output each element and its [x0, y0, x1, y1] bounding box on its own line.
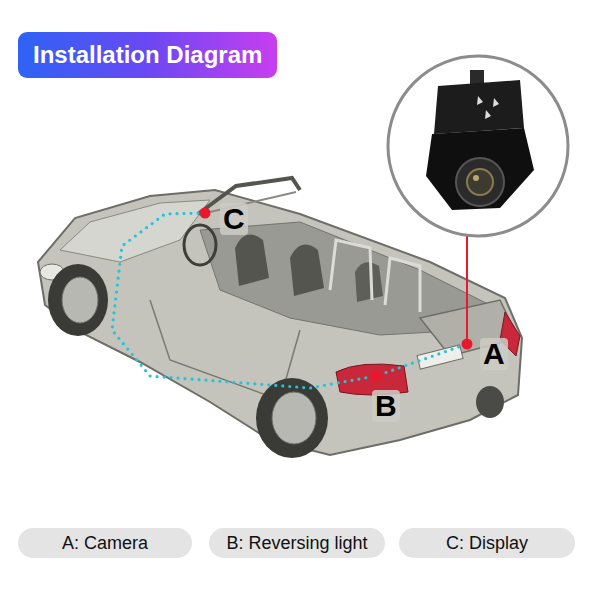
legend-pill: B: Reversing light — [209, 528, 385, 558]
rear-wheel-far — [476, 386, 504, 418]
legend-pill: C: Display — [399, 528, 575, 558]
inset-circle — [388, 56, 568, 236]
callout-letter: C — [220, 203, 248, 235]
camera-housing — [426, 128, 534, 210]
lens-glass — [467, 169, 493, 195]
legend-pill: A: Camera — [18, 528, 192, 558]
point-marker — [200, 208, 211, 219]
callout-letter: B — [372, 390, 400, 422]
wheel-rim — [62, 277, 98, 323]
pill-text: C: Display — [446, 533, 528, 554]
camera-lens — [456, 158, 504, 206]
license-plate — [417, 345, 463, 369]
windshield-frame — [198, 178, 300, 214]
wiring-route — [112, 213, 467, 388]
roll-hoop — [385, 258, 420, 312]
callout-letter: A — [480, 338, 508, 370]
point-marker — [371, 371, 382, 382]
title-banner: Installation Diagram — [18, 32, 277, 78]
pill-text: B: Reversing light — [226, 533, 367, 554]
rear-wheel — [256, 378, 328, 458]
pill-text: A: Camera — [62, 533, 148, 554]
front-seat — [290, 245, 324, 296]
camera-mount — [434, 80, 524, 134]
camera-tab — [470, 70, 484, 84]
leader-line — [466, 236, 468, 339]
roll-hoop — [330, 240, 372, 300]
front-wheel — [48, 264, 108, 336]
front-seat — [235, 235, 269, 286]
point-marker — [462, 339, 473, 350]
rear-seat — [355, 262, 383, 302]
steering-wheel — [184, 225, 216, 265]
wheel-rim — [272, 392, 316, 444]
lens-glint — [473, 175, 479, 181]
mount-holes — [477, 96, 499, 119]
